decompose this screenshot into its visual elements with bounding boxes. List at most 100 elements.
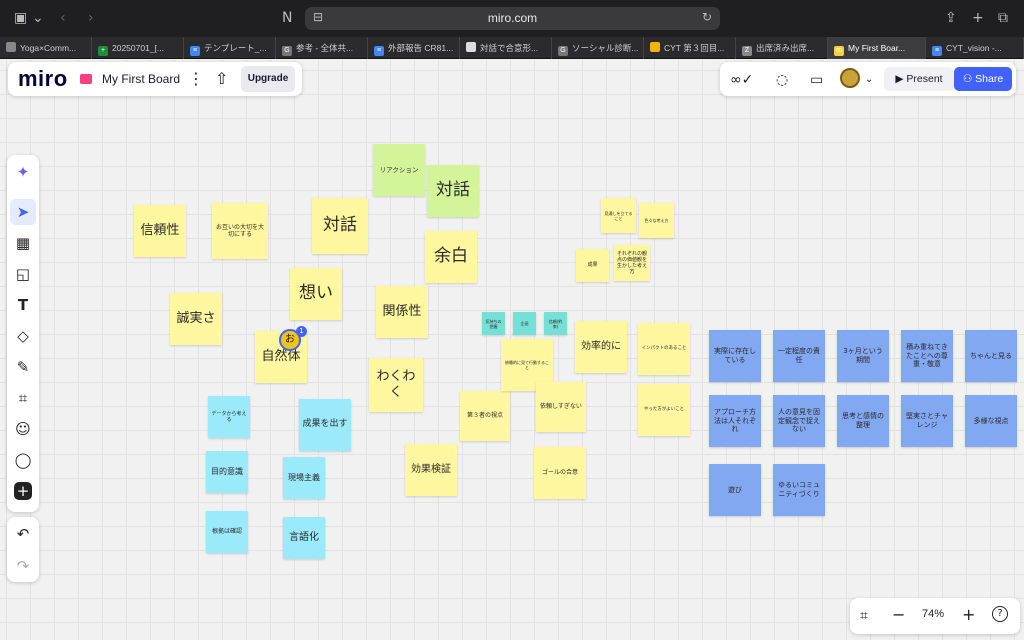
browser-tab[interactable]: Yoga×Comm... [0,37,92,59]
sticky-note[interactable]: やった方がよいこと [638,384,690,436]
sticky-note[interactable]: 効率的に [575,321,627,373]
notion-icon[interactable]: N [282,10,293,26]
address-bar[interactable]: ⊟ miro.com ↻ [305,7,720,30]
fit-to-screen-icon[interactable]: ⌗ [860,608,868,624]
sticky-note[interactable]: 依頼しすぎない [536,382,586,432]
sticky-note[interactable]: 効果検証 [405,444,457,496]
sticky-note[interactable]: データから考える [208,396,250,438]
miro-logo[interactable]: miro [18,66,68,91]
sticky-note[interactable]: 言語化 [283,517,325,559]
zoom-out-icon[interactable]: − [892,605,906,624]
more-tools-icon[interactable]: + [14,482,32,500]
sticky-note[interactable]: 見通しを立てること [601,198,636,233]
export-icon[interactable]: ⇧ [215,69,229,88]
history-toolbar: ↶ ↷ [7,517,39,582]
sticky-note-icon[interactable]: ◱ [15,265,31,283]
sticky-note[interactable]: 想い [290,268,342,320]
sticky-note[interactable]: 成果を出す [299,399,351,451]
chat-icon[interactable]: ◌ [776,72,789,88]
sticky-note[interactable]: 信頼性 [134,205,186,257]
sticky-note[interactable]: お互いの大切を大切にする [212,203,268,259]
tab-overview-icon[interactable]: ⧉ [998,10,1008,26]
templates-icon[interactable]: ▦ [15,234,31,252]
sticky-note[interactable]: それぞれの観点の価値観を生かした考え方 [614,245,650,281]
upgrade-button[interactable]: Upgrade [241,66,295,92]
sticky-note[interactable]: 信頼(約束) [544,312,567,335]
sticky-note[interactable]: 遊び [709,464,761,516]
new-tab-icon[interactable]: + [972,10,984,26]
tab-label: ソーシャル診断... [572,43,639,53]
sticky-note[interactable]: 人の意見を固定観念で捉えない [773,395,825,447]
forward-icon[interactable]: › [88,10,94,26]
sticky-note[interactable]: 一定程度の責任 [773,330,825,382]
chevron-down-icon[interactable]: ⌄ [865,74,874,85]
shapes-icon[interactable]: ◇ [17,327,29,345]
sticky-note[interactable]: 現場主義 [283,457,325,499]
redo-icon[interactable]: ↷ [16,557,30,575]
sticky-note[interactable]: 多様な視点 [965,395,1017,447]
sticky-note[interactable]: 目的意識 [206,451,248,493]
sticky-note[interactable]: 積み重ねてきたことへの尊重・敬意 [901,330,953,382]
reader-icon[interactable]: ⊟ [313,10,324,24]
sticky-note[interactable]: 堅実さとチャレンジ [901,395,953,447]
sticky-note[interactable]: わくわく [369,358,423,412]
share-button[interactable]: ⚇ Share [954,67,1012,91]
frame-icon[interactable]: ⌗ [18,389,28,407]
present-button[interactable]: ▶ Present [884,67,954,91]
more-options-icon[interactable]: ⋮ [188,69,204,88]
board-canvas[interactable] [0,60,1024,640]
video-icon[interactable]: ▭ [810,72,824,88]
browser-tab[interactable]: CYT 第３回目... [644,37,736,59]
sticky-note[interactable]: 対話 [427,165,479,217]
board-header: miro My First Board ⋮ ⇧ Upgrade [8,62,302,96]
share-sheet-icon[interactable]: ⇪ [945,10,957,26]
zoom-in-icon[interactable]: + [962,605,976,624]
browser-tab[interactable]: ≡テンプレート_... [184,37,276,59]
sticky-note[interactable]: ゆるいコミュニティづくり [773,464,825,516]
sticky-note[interactable]: インパクトのあること [638,323,690,375]
sticky-note[interactable]: アプローチ方法は人それぞれ [709,395,761,447]
sticky-note[interactable]: ちゃんと見る [965,330,1017,382]
sticky-note[interactable]: 実際に存在している [709,330,761,382]
sticky-note[interactable]: 関係性 [376,286,428,338]
sticky-note[interactable]: 第３者の視点 [460,391,510,441]
sticky-note[interactable]: リアクション [373,144,425,196]
browser-tab[interactable]: +20250701_[... [92,37,184,59]
comment-icon[interactable]: ◯ [14,451,32,469]
reload-icon[interactable]: ↻ [701,10,712,24]
sidebar-toggle-icon[interactable]: ▣ [14,10,28,26]
sticky-note[interactable]: 成果 [576,249,609,282]
sticky-note[interactable]: ゴールの合意 [534,447,586,499]
sticky-note[interactable]: 企画 [513,312,536,335]
ai-sparkle-icon[interactable]: ✦ [16,163,30,181]
sticky-note[interactable]: 色々な考え方 [639,203,674,238]
sticky-note[interactable]: 思考と感情の整理 [837,395,889,447]
sticky-note[interactable]: 余白 [425,231,477,283]
help-icon[interactable]: ? [992,606,1008,622]
tool-toolbar: ✦ ➤ ▦ ◱ T ◇ ✎ ⌗ ☺ ◯ + [7,155,39,512]
sticky-note[interactable]: 3ヶ月という期間 [837,330,889,382]
tab-label: 対話で合意形... [480,43,539,53]
board-name[interactable]: My First Board [102,72,181,86]
sticky-note[interactable]: 気持ちの把握 [482,312,505,335]
stickers-icon[interactable]: ☺ [15,420,31,438]
sticky-note[interactable]: 対話 [312,198,368,254]
reactions-icon[interactable]: ∞✓ [730,72,754,88]
browser-tab[interactable]: ≡CYT_vision -... [926,37,1024,59]
sticky-note[interactable]: 誠実さ [170,293,222,345]
sticky-note[interactable]: 根拠は確認 [206,511,248,553]
select-cursor-icon[interactable]: ➤ [10,199,36,225]
pen-icon[interactable]: ✎ [16,358,30,376]
browser-tab[interactable]: 対話で合意形... [460,37,552,59]
back-icon[interactable]: ‹ [60,10,66,26]
undo-icon[interactable]: ↶ [16,525,30,543]
avatar[interactable] [840,68,860,88]
browser-tab[interactable]: ≡外部報告 CR81... [368,37,460,59]
zoom-level[interactable]: 74% [922,608,945,620]
text-icon[interactable]: T [17,296,29,314]
chevron-down-icon[interactable]: ⌄ [32,10,44,26]
